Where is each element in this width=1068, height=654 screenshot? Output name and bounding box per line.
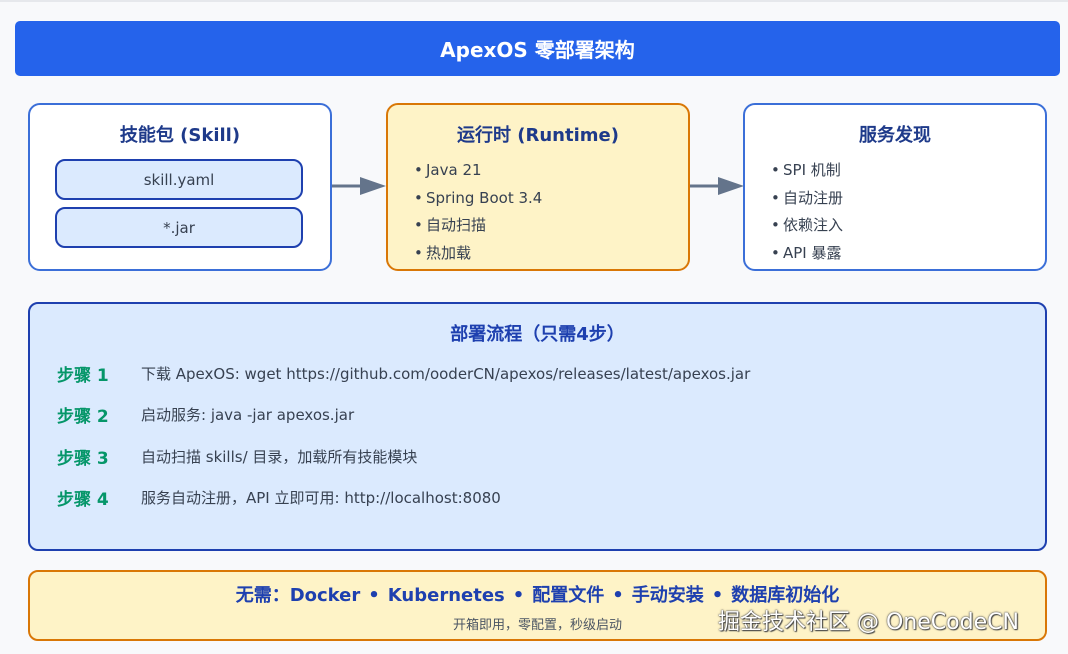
discovery-box-title: 服务发现 [859, 125, 931, 146]
separator-dot-icon: • [368, 585, 380, 606]
banner-subtitle: 开箱即用，零配置，秒级启动 [452, 618, 622, 633]
runtime-item: •自动扫描 [414, 212, 542, 240]
bullet-icon: • [414, 161, 423, 179]
no-requirements-banner: 无需：Docker • Kubernetes • 配置文件 • 手动安装 • 数据库初始化 开箱… [28, 570, 1047, 641]
runtime-box-title: 运行时 (Runtime) [457, 125, 619, 146]
separator-dot-icon: • [711, 585, 724, 606]
separator-dot-icon: • [512, 585, 525, 606]
arrow-right-icon [690, 177, 744, 195]
step-label: 步骤 1 [57, 365, 109, 386]
step-label: 步骤 4 [57, 489, 109, 510]
step-row: 步骤 3 自动扫描 skills/ 目录，加载所有技能模块 [57, 444, 418, 469]
watermark: 掘金技术社区 @ OneCodeCN [718, 610, 1019, 635]
bullet-icon: • [771, 216, 780, 234]
skill-package-box: 技能包 (Skill) skill.yaml *.jar [28, 103, 332, 271]
runtime-item: •Java 21 [414, 157, 542, 185]
runtime-item: •热加载 [414, 240, 542, 268]
banner-prefix: 无需： [235, 585, 290, 606]
discovery-list: •SPI 机制 •自动注册 •依赖注入 •API 暴露 [771, 157, 843, 267]
banner-item: Docker [289, 585, 361, 606]
step-text: 启动服务: java -jar apexos.jar [141, 405, 355, 424]
step-label: 步骤 2 [57, 406, 109, 427]
step-row: 步骤 1 下载 ApexOS: wget https://github.com/… [57, 361, 751, 386]
bullet-icon: • [414, 243, 423, 262]
step-label: 步骤 3 [57, 448, 109, 469]
discovery-item: •SPI 机制 [771, 157, 843, 185]
bullet-icon: • [414, 216, 423, 234]
deploy-flow-title: 部署流程（只需4步） [450, 324, 625, 345]
skill-yaml-box: skill.yaml [55, 159, 303, 200]
separator-dot-icon: • [612, 585, 624, 606]
step-text: 服务自动注册，API 立即可用: http://localhost:8080 [141, 488, 501, 507]
runtime-box: 运行时 (Runtime) •Java 21 •Spring Boot 3.4 … [386, 103, 690, 271]
discovery-item: •依赖注入 [771, 212, 843, 240]
bullet-icon: • [771, 188, 780, 207]
jar-file-label: *.jar [163, 218, 195, 237]
top-divider [0, 0, 1068, 2]
arrow-right-icon [332, 177, 386, 195]
banner-item: 配置文件 [532, 585, 605, 606]
bullet-icon: • [771, 161, 780, 179]
page-title: ApexOS 零部署架构 [440, 38, 635, 62]
deploy-flow-panel: 部署流程（只需4步） 步骤 1 下载 ApexOS: wget https://… [28, 302, 1047, 551]
discovery-item: •API 暴露 [771, 240, 843, 268]
banner-item: 数据库初始化 [731, 585, 840, 606]
page-title-bar: ApexOS 零部署架构 [15, 21, 1060, 76]
jar-file-box: *.jar [55, 207, 303, 248]
step-text: 下载 ApexOS: wget https://github.com/ooder… [141, 364, 751, 383]
banner-item: Kubernetes [387, 585, 505, 606]
discovery-item: •自动注册 [771, 185, 843, 213]
bullet-icon: • [414, 188, 423, 207]
service-discovery-box: 服务发现 •SPI 机制 •自动注册 •依赖注入 •API 暴露 [743, 103, 1047, 271]
step-text: 自动扫描 skills/ 目录，加载所有技能模块 [141, 447, 418, 466]
runtime-list: •Java 21 •Spring Boot 3.4 •自动扫描 •热加载 [414, 157, 542, 267]
skill-yaml-label: skill.yaml [143, 170, 215, 189]
banner-item: 手动安装 [631, 585, 704, 606]
step-row: 步骤 4 服务自动注册，API 立即可用: http://localhost:8… [57, 485, 501, 510]
skill-box-title: 技能包 (Skill) [119, 125, 241, 146]
banner-requirements: 无需：Docker • Kubernetes • 配置文件 • 手动安装 • 数据库初始化 [30, 581, 1045, 607]
step-row: 步骤 2 启动服务: java -jar apexos.jar [57, 402, 355, 427]
runtime-item: •Spring Boot 3.4 [414, 185, 542, 213]
bullet-icon: • [771, 243, 780, 262]
